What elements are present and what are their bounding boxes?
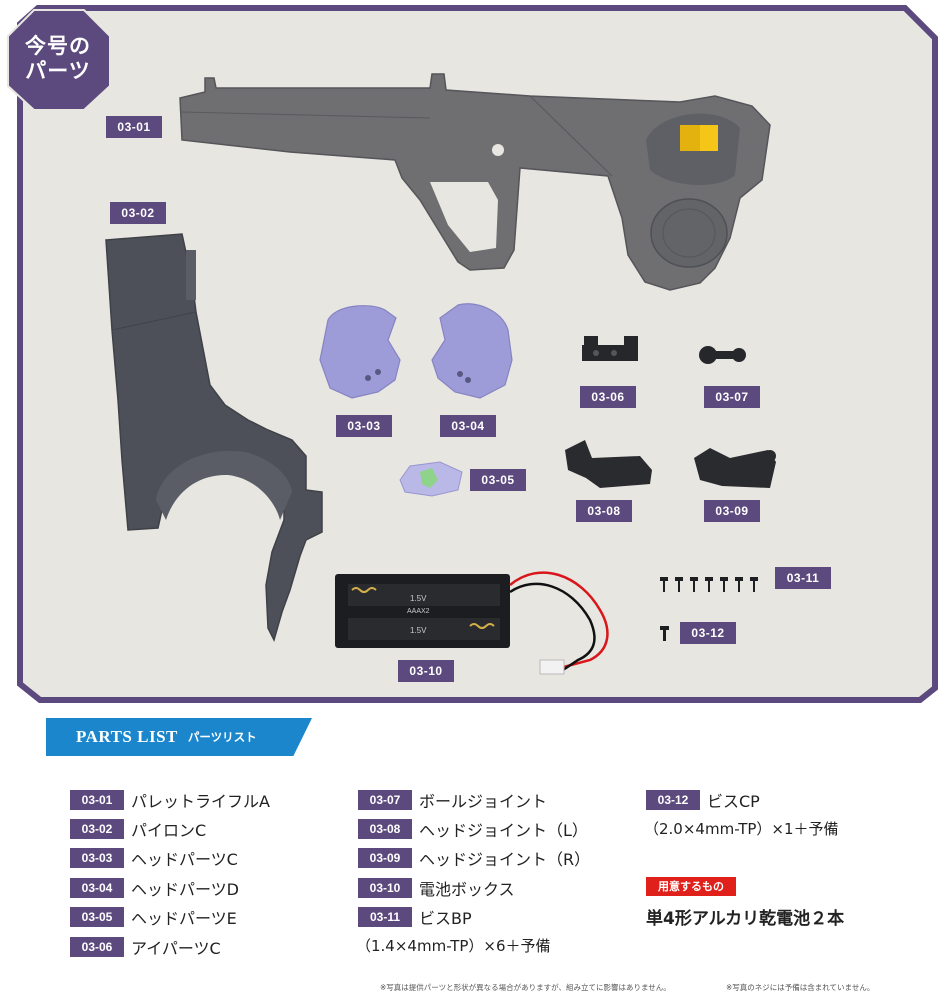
battery-volt-top: 1.5V <box>410 594 427 603</box>
list-item-code: 03-01 <box>70 790 124 810</box>
photo-label-03-03: 03-03 <box>336 415 392 437</box>
list-item: 03-09 ヘッドジョイント（R） <box>358 846 590 870</box>
badge-line2: パーツ <box>25 59 91 83</box>
photo-label-03-09: 03-09 <box>704 500 760 522</box>
photo-label-03-06: 03-06 <box>580 386 636 408</box>
list-item: 03-06 アイパーツC <box>70 935 221 959</box>
photo-label-03-05: 03-05 <box>470 469 526 491</box>
parts-list-title-ja: パーツリスト <box>187 730 257 744</box>
list-item-code: 03-05 <box>70 907 124 927</box>
list-item-name: アイパーツC <box>131 939 221 958</box>
list-item: 03-12 ビスCP <box>646 788 760 812</box>
head-joint-l-image <box>565 440 652 488</box>
photo-label-03-08: 03-08 <box>576 500 632 522</box>
list-item: 03-04 ヘッドパーツD <box>70 876 239 900</box>
list-item-name: ヘッドジョイント（L） <box>419 821 588 840</box>
list-item: 03-02 パイロンC <box>70 817 206 841</box>
list-item-name: ビスBP <box>419 909 472 928</box>
parts-photo-panel: 1.5V AAAX2 1.5V <box>7 5 938 703</box>
list-item: 03-10 電池ボックス <box>358 876 515 900</box>
list-item: 03-08 ヘッドジョイント（L） <box>358 817 588 841</box>
photo-label-03-01: 03-01 <box>106 116 162 138</box>
list-item-code: 03-09 <box>358 848 412 868</box>
list-item-name: パイロンC <box>131 821 207 840</box>
list-item-code: 03-03 <box>70 848 124 868</box>
list-item-code: 03-11 <box>358 907 412 927</box>
footnote-left: ※写真は提供パーツと形状が異なる場合がありますが、組み立てに影響はありません。 <box>380 983 671 992</box>
list-item: 03-11 ビスBP <box>358 905 472 929</box>
screw-bp-image <box>660 577 758 592</box>
head-part-d-image <box>431 303 513 399</box>
list-item-name: ヘッドパーツE <box>131 909 237 928</box>
list-item-code: 03-04 <box>70 878 124 898</box>
screw-cp-note: （2.0×4mm-TP）×1＋予備 <box>644 820 839 838</box>
screw-bp-note: （1.4×4mm-TP）×6＋予備 <box>356 937 551 955</box>
list-item: 03-05 ヘッドパーツE <box>70 905 237 929</box>
list-item-name: 電池ボックス <box>419 880 515 899</box>
photo-label-03-11: 03-11 <box>775 567 831 589</box>
list-item-code: 03-12 <box>646 790 700 810</box>
list-item-code: 03-07 <box>358 790 412 810</box>
list-item-name: ボールジョイント <box>419 792 548 811</box>
list-item-name: ヘッドパーツD <box>131 880 240 899</box>
pylon-part-image <box>105 233 323 643</box>
required-items-badge: 用意するもの <box>646 877 736 896</box>
parts-list-header: PARTS LIST パーツリスト <box>46 718 312 756</box>
battery-model: AAAX2 <box>407 608 430 615</box>
list-item-code: 03-06 <box>70 937 124 957</box>
ball-joint-image <box>699 346 746 364</box>
list-item: 03-03 ヘッドパーツC <box>70 846 238 870</box>
photo-label-03-07: 03-07 <box>704 386 760 408</box>
list-item-code: 03-08 <box>358 819 412 839</box>
corner-badge-shape <box>7 9 111 111</box>
rifle-part-image <box>179 73 771 291</box>
list-item-name: ビスCP <box>707 792 760 811</box>
list-item-code: 03-10 <box>358 878 412 898</box>
head-joint-r-image <box>694 448 776 488</box>
head-part-c-image <box>319 305 401 399</box>
photo-label-03-12: 03-12 <box>680 622 736 644</box>
screw-cp-image <box>660 626 669 641</box>
battery-box-image: 1.5V AAAX2 1.5V <box>335 571 609 675</box>
list-item-name: ヘッドパーツC <box>131 850 238 869</box>
list-item-code: 03-02 <box>70 819 124 839</box>
battery-volt-bottom: 1.5V <box>410 626 427 635</box>
photo-label-03-02: 03-02 <box>110 202 166 224</box>
footnote-right: ※写真のネジには予備は含まれていません。 <box>726 983 875 992</box>
corner-badge: 今号の パーツ <box>6 14 110 104</box>
list-item-name: ヘッドジョイント（R） <box>419 850 591 869</box>
list-item: 03-01 パレットライフルA <box>70 788 270 812</box>
head-part-e-image <box>399 461 463 497</box>
parts-list-title-en: PARTS LIST <box>76 727 178 746</box>
required-items-text: 単4形アルカリ乾電池２本 <box>646 909 845 929</box>
photo-label-03-04: 03-04 <box>440 415 496 437</box>
photo-label-03-10: 03-10 <box>398 660 454 682</box>
badge-line1: 今号の <box>25 34 91 58</box>
list-item: 03-07 ボールジョイント <box>358 788 547 812</box>
list-item-name: パレットライフルA <box>131 792 270 811</box>
eye-part-c-image <box>582 336 638 361</box>
